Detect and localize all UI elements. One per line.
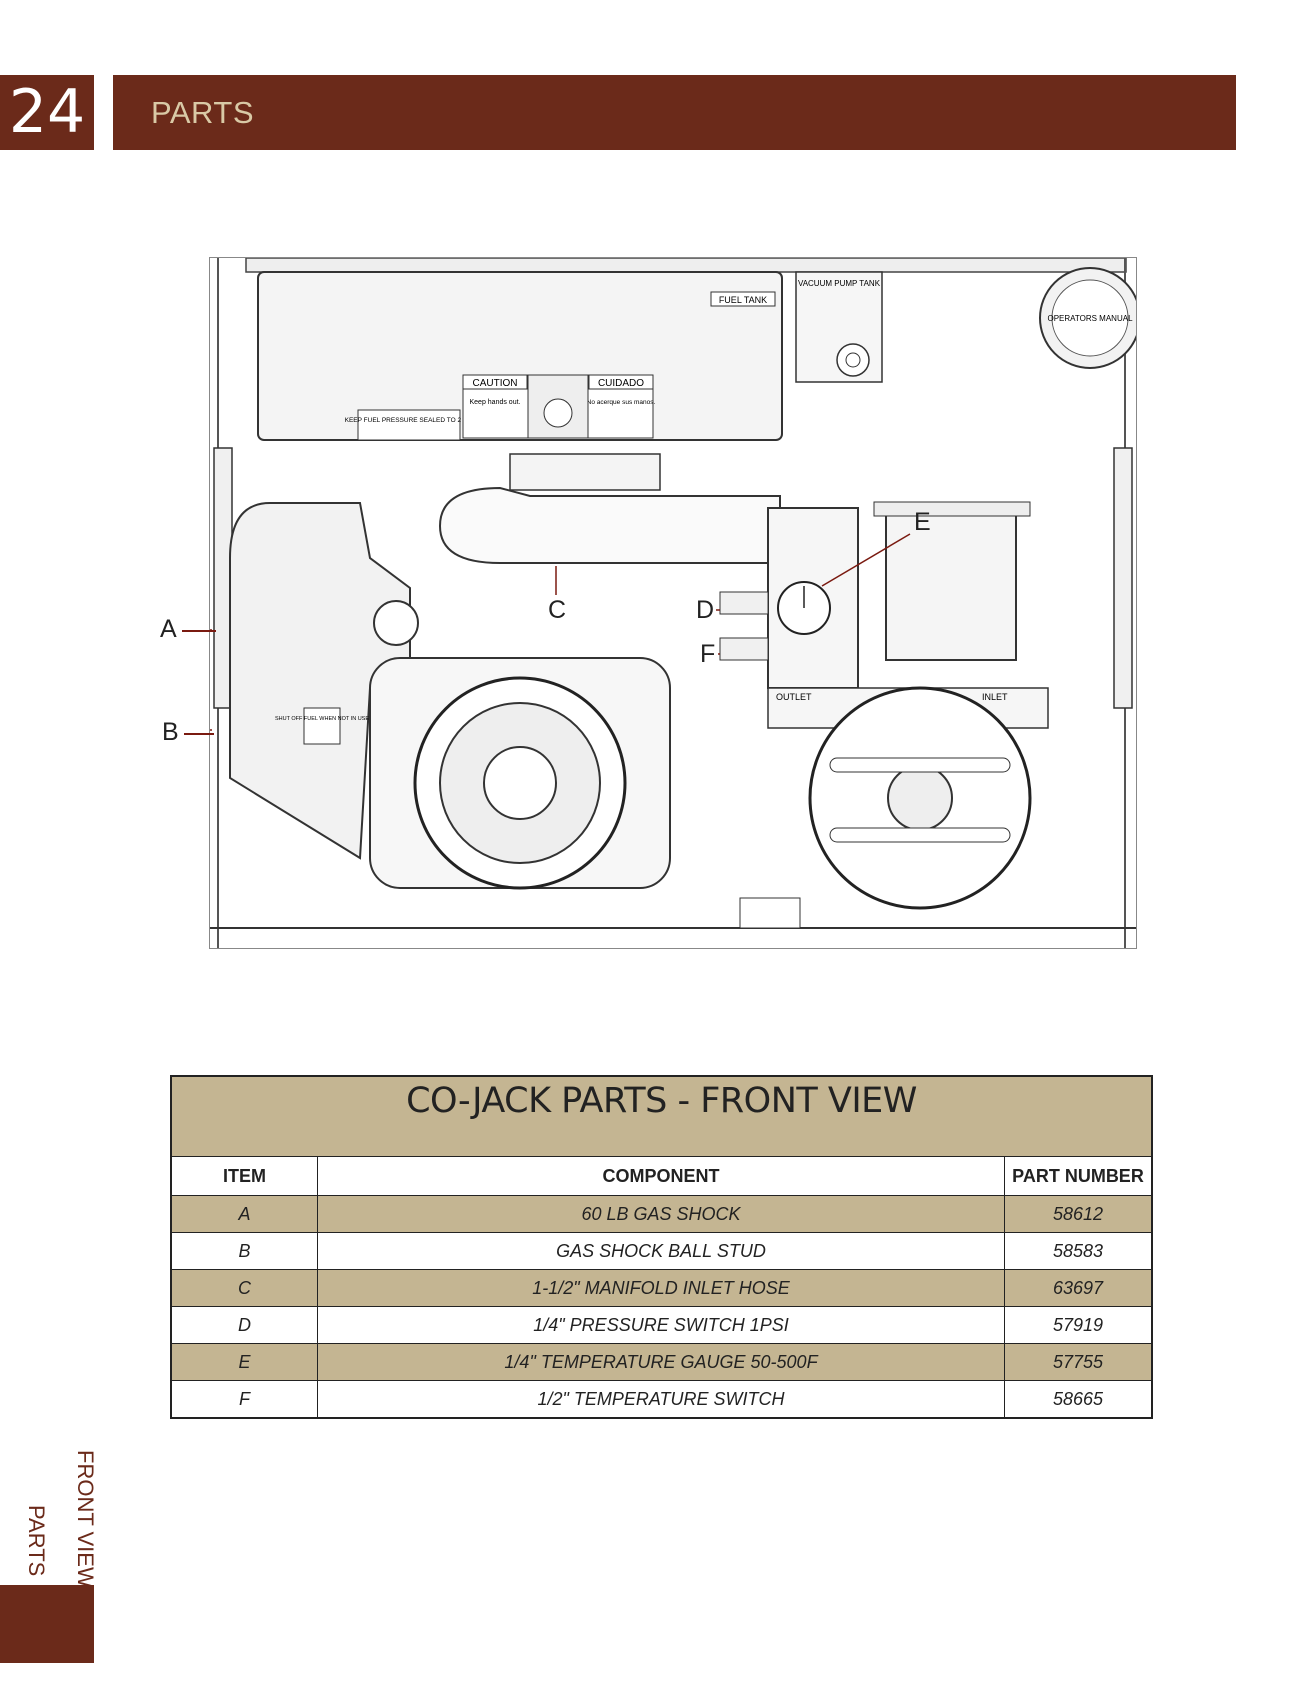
- fuel-pressure-label: KEEP FUEL PRESSURE SEALED TO 2 PSI: [345, 417, 474, 424]
- caution-label: CAUTION: [473, 378, 518, 389]
- row-component: 1-1/2" MANIFOLD INLET HOSE: [317, 1269, 1005, 1307]
- table-row: E 1/4" TEMPERATURE GAUGE 50-500F 57755: [170, 1343, 1153, 1381]
- gas-shock-right: [1113, 447, 1133, 709]
- row-component: GAS SHOCK BALL STUD: [317, 1232, 1005, 1270]
- callout-b-line: [184, 733, 214, 735]
- inlet-filter: [885, 509, 1017, 661]
- table-row: A 60 LB GAS SHOCK 58612: [170, 1195, 1153, 1233]
- row-part-number: 58665: [1004, 1380, 1153, 1419]
- row-item: D: [170, 1306, 318, 1344]
- callout-d: D: [696, 596, 714, 624]
- cuidado-text: No acerque sus manos.: [587, 399, 656, 406]
- inlet-label: INLET: [982, 692, 1008, 702]
- table-title: CO-JACK PARTS - FRONT VIEW: [170, 1075, 1153, 1157]
- side-tab-block: [0, 1585, 94, 1663]
- column-header-component: COMPONENT: [317, 1156, 1005, 1196]
- callout-a-line: [182, 630, 216, 632]
- row-component: 60 LB GAS SHOCK: [317, 1195, 1005, 1233]
- table-row: B GAS SHOCK BALL STUD 58583: [170, 1232, 1153, 1270]
- manifold-inlet-hose: [438, 486, 781, 564]
- column-header-part-number: PART NUMBER: [1004, 1156, 1153, 1196]
- caution-text: Keep hands out.: [470, 399, 521, 406]
- diagram-svg: FUEL TANK KEEP FUEL PRESSURE SEALED TO 2…: [210, 258, 1136, 948]
- row-part-number: 58583: [1004, 1232, 1153, 1270]
- row-item: B: [170, 1232, 318, 1270]
- row-component: 1/4" TEMPERATURE GAUGE 50-500F: [317, 1343, 1005, 1381]
- row-item: F: [170, 1380, 318, 1419]
- cuidado-label: CUIDADO: [598, 378, 644, 389]
- row-part-number: 63697: [1004, 1269, 1153, 1307]
- table-row: D 1/4" PRESSURE SWITCH 1PSI 57919: [170, 1306, 1153, 1344]
- fuel-tank-label: FUEL TANK: [719, 295, 767, 305]
- parts-table: CO-JACK PARTS - FRONT VIEW ITEM COMPONEN…: [170, 1075, 1153, 1419]
- outlet-label: OUTLET: [776, 692, 812, 702]
- pressure-switch: [719, 591, 769, 615]
- vacuum-tank-label: VACUUM PUMP TANK: [798, 279, 881, 288]
- row-component: 1/2" TEMPERATURE SWITCH: [317, 1380, 1005, 1419]
- side-tab-front-view: FRONT VIEW: [73, 1450, 98, 1588]
- row-item: C: [170, 1269, 318, 1307]
- manual-label: OPERATORS MANUAL: [1047, 314, 1133, 323]
- callout-b-outer: B: [162, 718, 179, 746]
- section-title: PARTS: [151, 95, 254, 130]
- column-header-item: ITEM: [170, 1156, 318, 1196]
- shut-off-label: SHUT OFF FUEL WHEN NOT IN USE: [275, 716, 369, 722]
- row-part-number: 57919: [1004, 1306, 1153, 1344]
- table-row: F 1/2" TEMPERATURE SWITCH 58665: [170, 1380, 1153, 1419]
- callout-e: E: [914, 508, 931, 536]
- front-view-diagram: FUEL TANK KEEP FUEL PRESSURE SEALED TO 2…: [209, 257, 1137, 949]
- top-rail: [245, 258, 1127, 273]
- callout-f: F: [700, 640, 715, 668]
- table-row: C 1-1/2" MANIFOLD INLET HOSE 63697: [170, 1269, 1153, 1307]
- row-item: A: [170, 1195, 318, 1233]
- callout-c: C: [548, 596, 566, 624]
- side-tab-parts: PARTS: [24, 1505, 49, 1577]
- row-part-number: 58612: [1004, 1195, 1153, 1233]
- row-part-number: 57755: [1004, 1343, 1153, 1381]
- temperature-switch: [719, 637, 769, 661]
- row-component: 1/4" PRESSURE SWITCH 1PSI: [317, 1306, 1005, 1344]
- page-number: 24: [0, 75, 94, 150]
- header-bar: PARTS: [113, 75, 1236, 150]
- callout-a-outer: A: [160, 615, 177, 643]
- row-item: E: [170, 1343, 318, 1381]
